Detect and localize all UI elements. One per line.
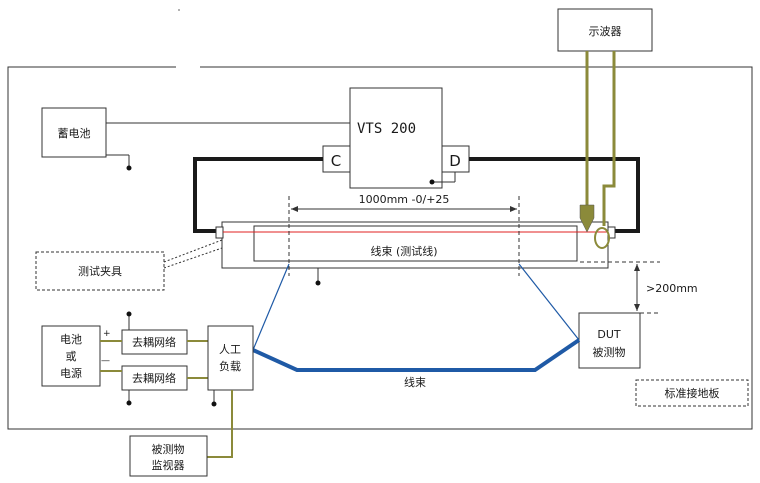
load-label-1: 人工 bbox=[219, 343, 241, 356]
ground-plane-callout bbox=[635, 379, 749, 407]
d-port-box bbox=[441, 145, 470, 173]
vts-box bbox=[349, 87, 443, 189]
fixture-end-left bbox=[215, 226, 224, 239]
height-arrow-bottom bbox=[634, 304, 640, 311]
d-cable bbox=[469, 157, 640, 233]
decoup1-ground-dot bbox=[126, 311, 132, 317]
dut-label-1: DUT bbox=[597, 328, 621, 341]
decoupling-label-2: 去耦网络 bbox=[132, 371, 176, 385]
dut-label-2: 被测物 bbox=[593, 345, 626, 359]
d-port-label: D bbox=[449, 152, 461, 170]
fixture-ground-dot bbox=[315, 280, 321, 286]
power-label-2: 或 bbox=[66, 350, 77, 363]
artificial-load-box bbox=[207, 325, 254, 391]
dut-monitor-box bbox=[129, 435, 208, 477]
ground-plane-border bbox=[7, 66, 753, 430]
monitor-label-1: 被测物 bbox=[152, 442, 185, 456]
harness-thin-left bbox=[252, 263, 290, 351]
test-fixture-label: 测试夹具 bbox=[78, 265, 122, 278]
battery-label: 蓄电池 bbox=[58, 127, 91, 140]
height-label: >200mm bbox=[646, 282, 698, 295]
decoup2-ground-dot bbox=[126, 400, 132, 406]
vts-label: VTS 200 bbox=[357, 121, 416, 137]
harness-thin-right bbox=[518, 263, 580, 341]
power-source-box bbox=[41, 325, 101, 387]
monitor-label-2: 监视器 bbox=[152, 458, 185, 472]
c-port-label: C bbox=[331, 152, 341, 170]
minus-label: — bbox=[101, 356, 110, 366]
length-arrow-left bbox=[291, 206, 298, 212]
height-arrow-top bbox=[634, 264, 640, 271]
current-probe-ring bbox=[594, 227, 610, 249]
load-label-2: 负载 bbox=[219, 359, 241, 373]
battery-box bbox=[41, 107, 107, 158]
c-cable bbox=[193, 157, 323, 233]
callout-leader-2 bbox=[163, 247, 223, 269]
probe-tip bbox=[579, 204, 595, 233]
battery-ground-dot bbox=[126, 165, 132, 171]
decoupling-label-1: 去耦网络 bbox=[132, 335, 176, 349]
load-to-monitor-wire bbox=[207, 390, 233, 458]
harness-thick bbox=[252, 338, 581, 372]
power-label-3: 电源 bbox=[60, 366, 82, 380]
decoupling-network-2 bbox=[121, 365, 188, 391]
harness-test-label: 线束 (测试线) bbox=[370, 244, 437, 258]
plus-label: + bbox=[103, 329, 111, 339]
probe-wire-2 bbox=[602, 51, 616, 226]
vts-ground-dot bbox=[429, 179, 435, 185]
oscilloscope-box bbox=[557, 8, 653, 52]
power-label-1: 电池 bbox=[60, 333, 82, 346]
length-arrow-right bbox=[510, 206, 517, 212]
harness-label: 线束 bbox=[404, 375, 426, 389]
c-port-box bbox=[322, 145, 351, 173]
oscilloscope-label: 示波器 bbox=[589, 25, 622, 38]
length-label: 1000mm -0/+25 bbox=[359, 193, 450, 206]
load-ground-dot bbox=[211, 401, 217, 407]
test-fixture-callout bbox=[35, 251, 165, 291]
dut-box bbox=[578, 312, 641, 369]
ground-plane-label: 标准接地板 bbox=[665, 386, 720, 400]
